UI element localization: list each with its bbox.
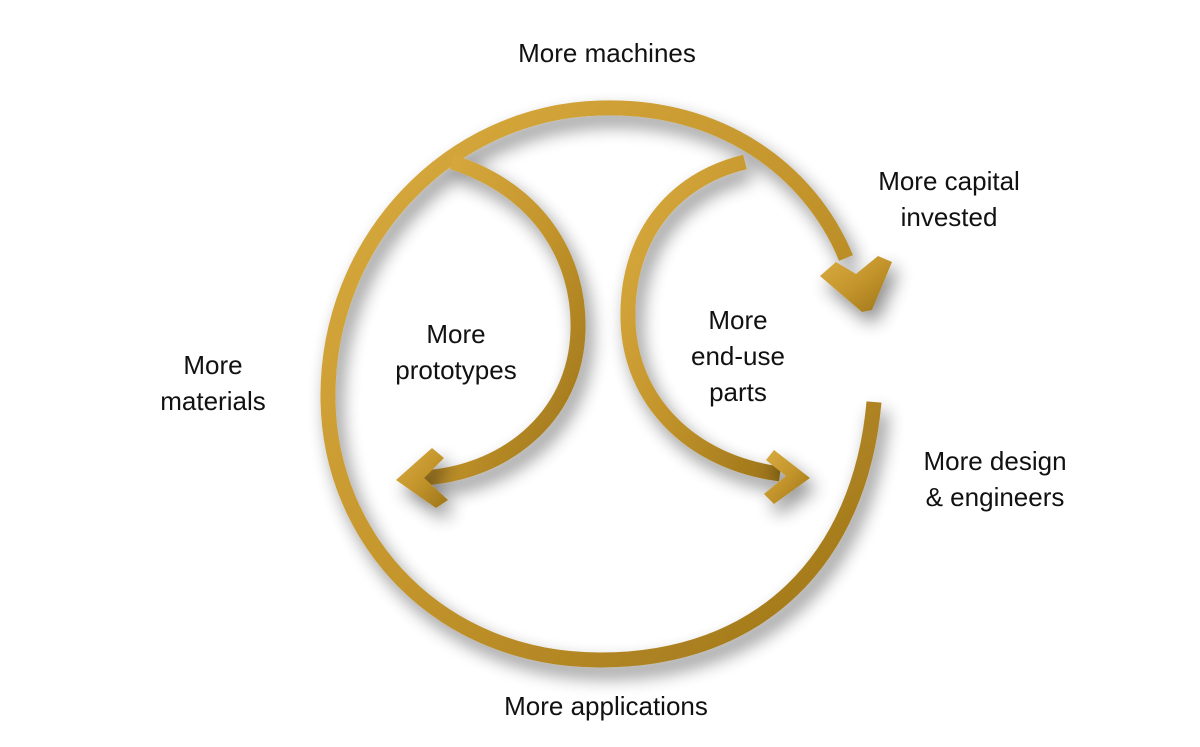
label-more-machines: More machines xyxy=(518,38,696,68)
label-more-design-engineers: More design & engineers xyxy=(923,446,1067,512)
label-more-prototypes: More prototypes xyxy=(395,319,517,385)
end-use-arrowhead-icon xyxy=(764,450,810,504)
label-more-capital-invested: More capital invested xyxy=(878,166,1020,232)
label-more-end-use-parts: More end-use parts xyxy=(691,305,785,407)
label-more-materials: More materials xyxy=(160,350,266,416)
outer-cycle-arrow xyxy=(320,100,882,668)
label-more-applications: More applications xyxy=(504,691,708,721)
prototypes-arrowhead-icon xyxy=(396,448,448,508)
end-use-loop-arrow xyxy=(620,154,781,482)
prototypes-loop-arrow xyxy=(419,154,586,486)
outer-arrowhead-icon xyxy=(820,256,892,312)
